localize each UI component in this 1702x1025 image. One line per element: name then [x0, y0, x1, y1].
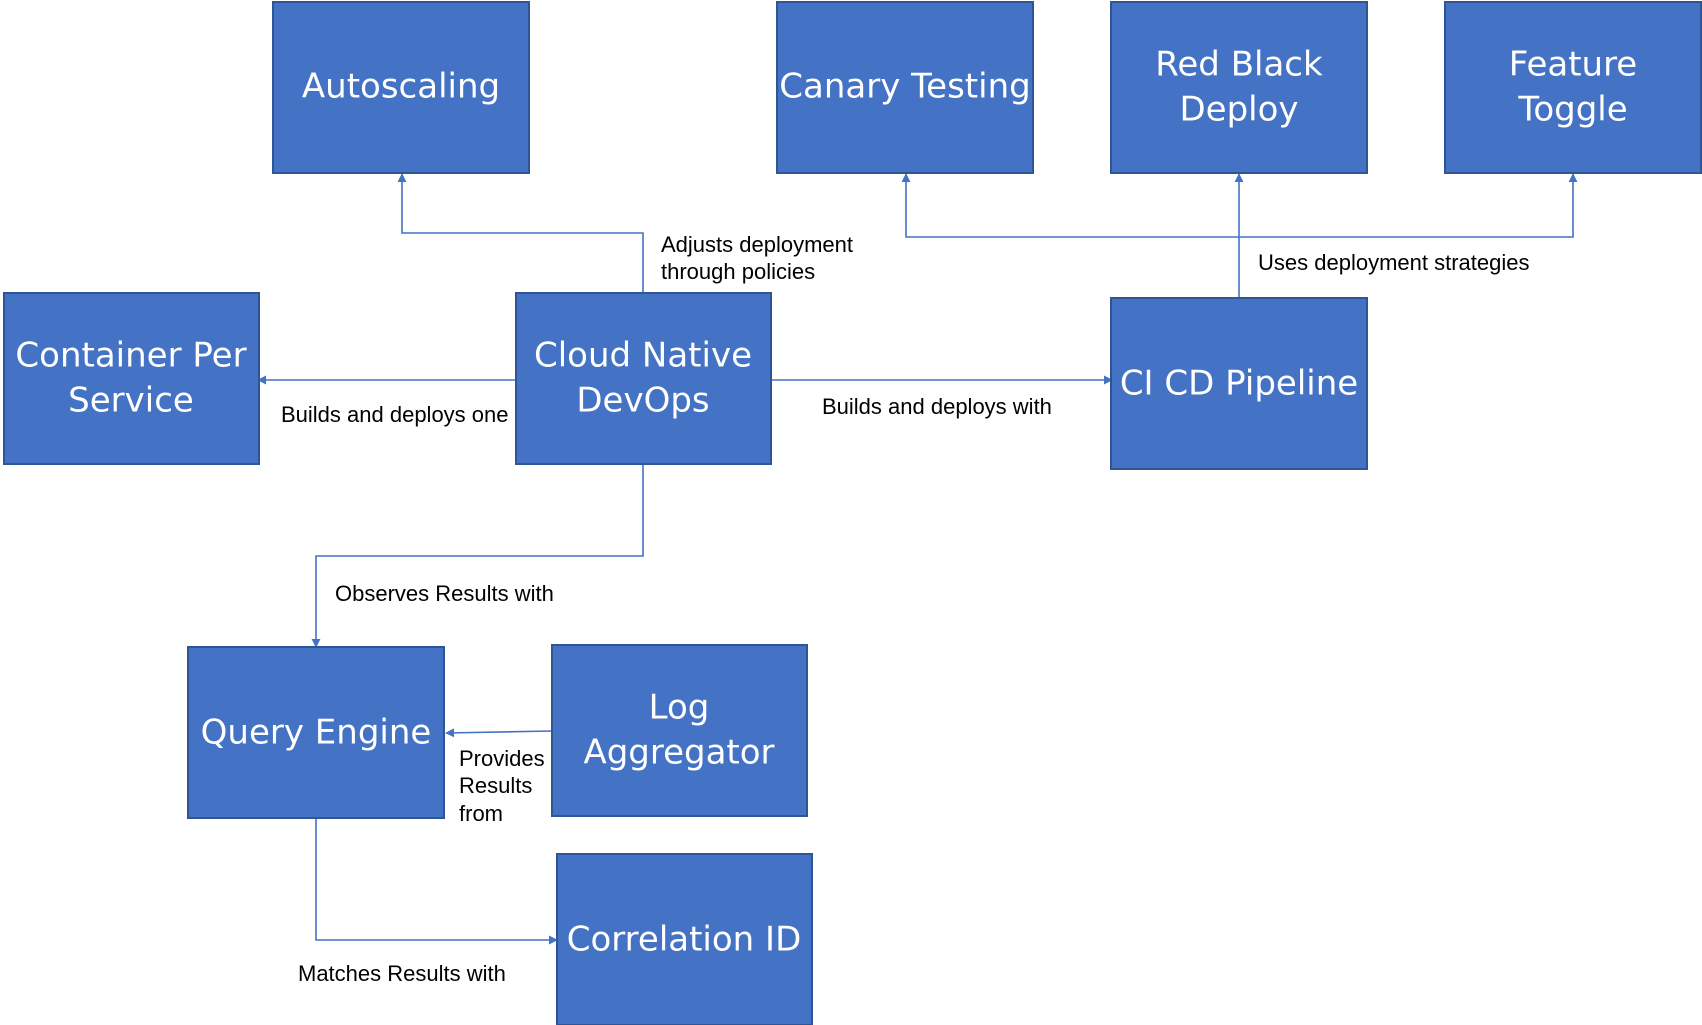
- node-correlation-id: Correlation ID: [556, 853, 813, 1025]
- edge-devops-to-autoscaling: [397, 173, 644, 293]
- label-provides-line-2: Results: [459, 773, 532, 798]
- label-observes-results-with: Observes Results with: [335, 581, 554, 606]
- node-feature-toggle: Feature Toggle: [1444, 1, 1702, 174]
- label-builds-and-deploys-one: Builds and deploys one: [281, 402, 509, 427]
- label-matches-results-with: Matches Results with: [298, 961, 506, 986]
- label-provides-line-1: Provides: [459, 746, 545, 771]
- node-label-line-2: Deploy: [1179, 90, 1298, 130]
- node-label: CI CD Pipeline: [1120, 364, 1358, 404]
- edge-query-engine-to-correlation-id: [315, 819, 558, 945]
- node-cloud-native-devops: Cloud Native DevOps: [515, 292, 772, 465]
- node-label-line-1: Red Black: [1155, 45, 1323, 85]
- node-label-line-2: Toggle: [1517, 90, 1627, 130]
- node-label-line-1: Container Per: [15, 336, 246, 376]
- node-label: Correlation ID: [567, 920, 802, 960]
- label-builds-and-deploys-with: Builds and deploys with: [822, 394, 1052, 419]
- edge-devops-to-query-engine: [311, 465, 644, 648]
- node-label: Canary Testing: [779, 67, 1030, 107]
- node-red-black-deploy: Red Black Deploy: [1110, 1, 1368, 174]
- edge-pipeline-to-feature-toggle: [1239, 173, 1578, 238]
- label-adjusts-line-1: Adjusts deployment: [661, 232, 853, 257]
- label-adjusts-line-2: through policies: [661, 259, 815, 284]
- label-uses-deployment-strategies: Uses deployment strategies: [1258, 250, 1529, 275]
- node-label-line-2: DevOps: [576, 381, 709, 421]
- node-label: Autoscaling: [302, 67, 500, 107]
- node-label-line-2: Aggregator: [583, 733, 774, 773]
- edge-log-aggregator-to-query-engine: [445, 728, 553, 738]
- node-label-line-1: Cloud Native: [534, 336, 752, 376]
- node-container-per-service: Container Per Service: [3, 292, 260, 465]
- node-ci-cd-pipeline: CI CD Pipeline: [1110, 297, 1368, 470]
- node-canary-testing: Canary Testing: [776, 1, 1034, 174]
- node-log-aggregator: Log Aggregator: [551, 644, 808, 817]
- node-label-line-1: Log: [649, 688, 710, 728]
- node-label-line-2: Service: [68, 381, 194, 421]
- node-query-engine: Query Engine: [187, 646, 445, 819]
- node-label: Query Engine: [201, 713, 432, 753]
- label-provides-line-3: from: [459, 801, 503, 826]
- node-autoscaling: Autoscaling: [272, 1, 530, 174]
- edge-pipeline-to-canary-testing: [901, 173, 1239, 238]
- node-label-line-1: Feature: [1509, 45, 1637, 85]
